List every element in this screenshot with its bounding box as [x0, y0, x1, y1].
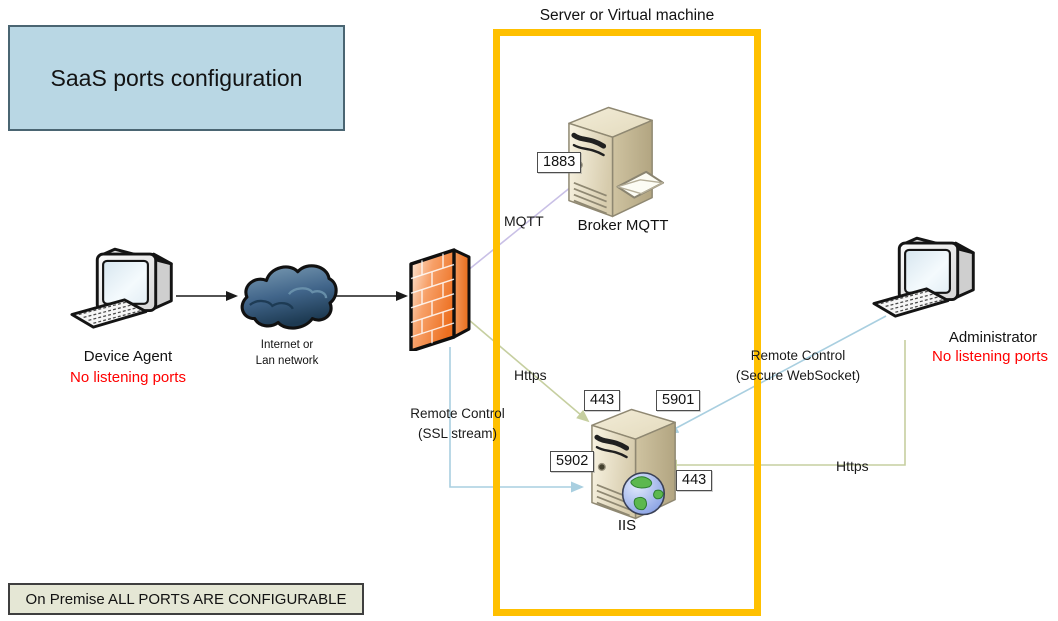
port-1883-box: 1883 — [537, 152, 582, 173]
iis-label: IIS — [617, 517, 637, 534]
footer-note: On Premise ALL PORTS ARE CONFIGURABLE — [8, 583, 364, 615]
server-region-label: Server or Virtual machine — [539, 7, 715, 24]
ssl-stream-label: Remote Control (SSL stream) — [395, 404, 520, 445]
firewall-icon — [409, 248, 471, 351]
administrator-label: Administrator — [948, 329, 1038, 346]
device-agent-icon — [70, 247, 173, 329]
envelope-icon — [616, 170, 665, 199]
ssl-stream-label-line2: (SSL stream) — [417, 426, 498, 442]
websocket-label: Remote Control (Secure WebSocket) — [714, 346, 882, 387]
broker-mqtt-icon — [563, 99, 665, 219]
internet-cloud-icon — [240, 264, 338, 330]
websocket-label-line2: (Secure WebSocket) — [735, 368, 861, 384]
diagram-title: SaaS ports configuration — [8, 25, 345, 131]
mqtt-connection-label: MQTT — [504, 213, 544, 229]
cloud-label: Internet or Lan network — [237, 337, 337, 369]
cloud-label-line2: Lan network — [255, 355, 319, 368]
server-region-box — [493, 29, 761, 616]
administrator-icon — [872, 236, 975, 318]
cloud-label-line1: Internet or — [260, 339, 314, 351]
diagram-title-text: SaaS ports configuration — [50, 64, 303, 91]
broker-mqtt-label: Broker MQTT — [577, 217, 669, 234]
port-5901-box: 5901 — [656, 390, 701, 411]
iis-server-icon — [586, 401, 690, 521]
administrator-note: No listening ports — [932, 348, 1048, 365]
globe-icon — [621, 472, 666, 516]
footer-note-text: On Premise ALL PORTS ARE CONFIGURABLE — [25, 590, 347, 608]
ssl-stream-label-line1: Remote Control — [410, 406, 505, 421]
device-agent-note: No listening ports — [70, 369, 186, 386]
device-agent-label: Device Agent — [83, 348, 173, 365]
port-443-admin-box: 443 — [676, 470, 713, 491]
websocket-label-line1: Remote Control — [750, 348, 846, 363]
port-5902-box: 5902 — [550, 451, 595, 472]
https-admin-label: Https — [836, 458, 869, 474]
https-firewall-label: Https — [514, 367, 547, 383]
port-443-firewall-box: 443 — [584, 390, 621, 411]
